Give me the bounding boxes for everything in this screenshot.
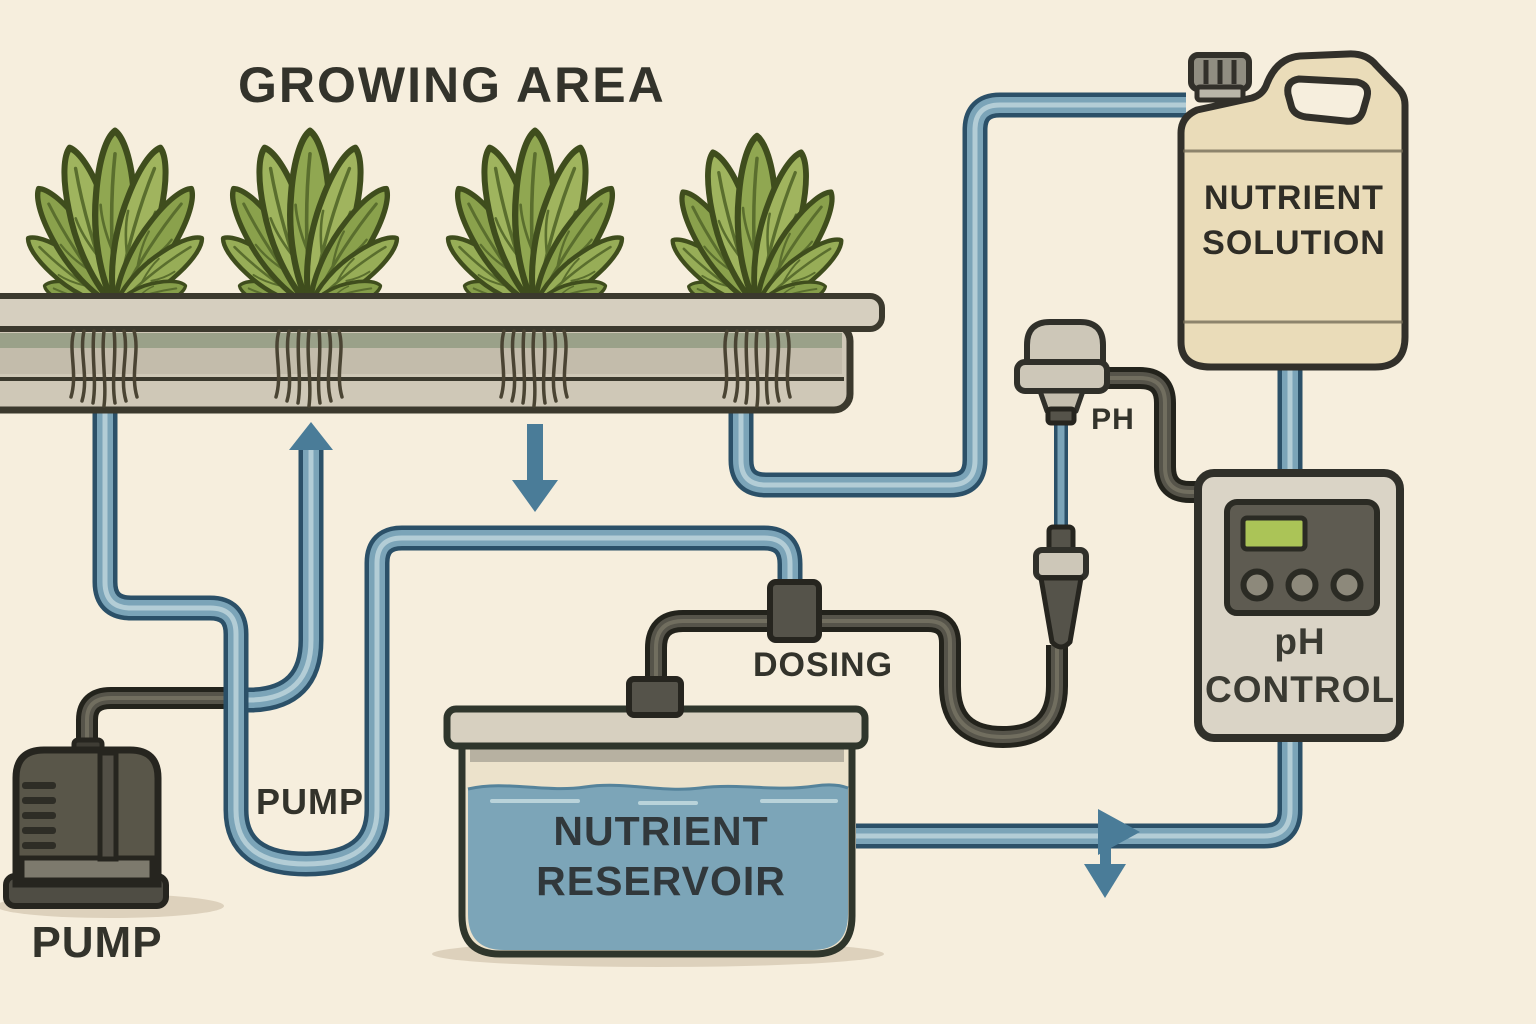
pump-pipe-label: PUMP xyxy=(255,781,364,822)
up-arrow xyxy=(289,422,333,450)
lid-shadow xyxy=(470,748,844,762)
nutrient-solution-line1: NUTRIENT xyxy=(1204,179,1384,217)
control-button[interactable] xyxy=(1330,568,1364,602)
ph-sensor-label: PH xyxy=(1091,403,1135,436)
flow-arrows xyxy=(289,422,1140,898)
pump-divider xyxy=(97,750,119,862)
probe-collar xyxy=(1045,406,1077,426)
electrode-collar xyxy=(1033,547,1089,581)
ph-control-line1: pH xyxy=(1274,621,1326,662)
pipe-down-arrow-shaft xyxy=(1100,834,1111,866)
ph-control-line2: CONTROL xyxy=(1205,669,1395,710)
reservoir-water xyxy=(468,784,848,950)
electrode-taper xyxy=(1038,575,1084,650)
growing-area-title: GROWING AREA xyxy=(238,57,666,113)
control-button[interactable] xyxy=(1240,568,1274,602)
nutrient-solution-line2: SOLUTION xyxy=(1202,224,1386,262)
ph-probe xyxy=(1014,319,1110,426)
probe-dome xyxy=(1024,319,1106,369)
jug-cap-ridges xyxy=(1203,60,1237,84)
down-arrow-shaft xyxy=(527,424,543,482)
plant xyxy=(439,131,630,317)
dosing-electrode xyxy=(1033,524,1089,650)
jug-handle-hole xyxy=(1284,75,1371,125)
dosing-label: DOSING xyxy=(752,646,894,684)
jug-cap-collar xyxy=(1194,84,1246,103)
dosing-junction xyxy=(767,579,822,643)
ph-control-unit xyxy=(1194,469,1404,742)
plant xyxy=(664,136,849,317)
down-arrow xyxy=(512,480,558,512)
reservoir-line1: NUTRIENT xyxy=(553,808,769,854)
control-display xyxy=(1240,515,1308,552)
pump-device xyxy=(3,737,169,909)
probe-flange xyxy=(1014,359,1110,394)
control-button[interactable] xyxy=(1285,568,1319,602)
nutrient-solution-label: NUTRIENT SOLUTION xyxy=(1194,176,1394,266)
pump-device-label: PUMP xyxy=(31,918,163,967)
ph-control-label: pH CONTROL xyxy=(1200,618,1400,714)
pipe-down-arrow xyxy=(1084,864,1126,898)
pump-cable-pipe xyxy=(87,698,236,752)
nutrient-jug xyxy=(1177,50,1409,371)
reservoir-line2: RESERVOIR xyxy=(536,858,786,904)
nutrient-reservoir xyxy=(443,676,869,958)
pump-band xyxy=(19,855,155,883)
plant xyxy=(19,131,210,317)
lid-fitting xyxy=(626,676,684,718)
growing-tray xyxy=(0,293,885,414)
plant xyxy=(214,131,405,317)
jug-body xyxy=(1177,50,1409,371)
pump-vents xyxy=(22,782,56,849)
plants xyxy=(19,131,849,317)
water-waves xyxy=(490,799,838,805)
